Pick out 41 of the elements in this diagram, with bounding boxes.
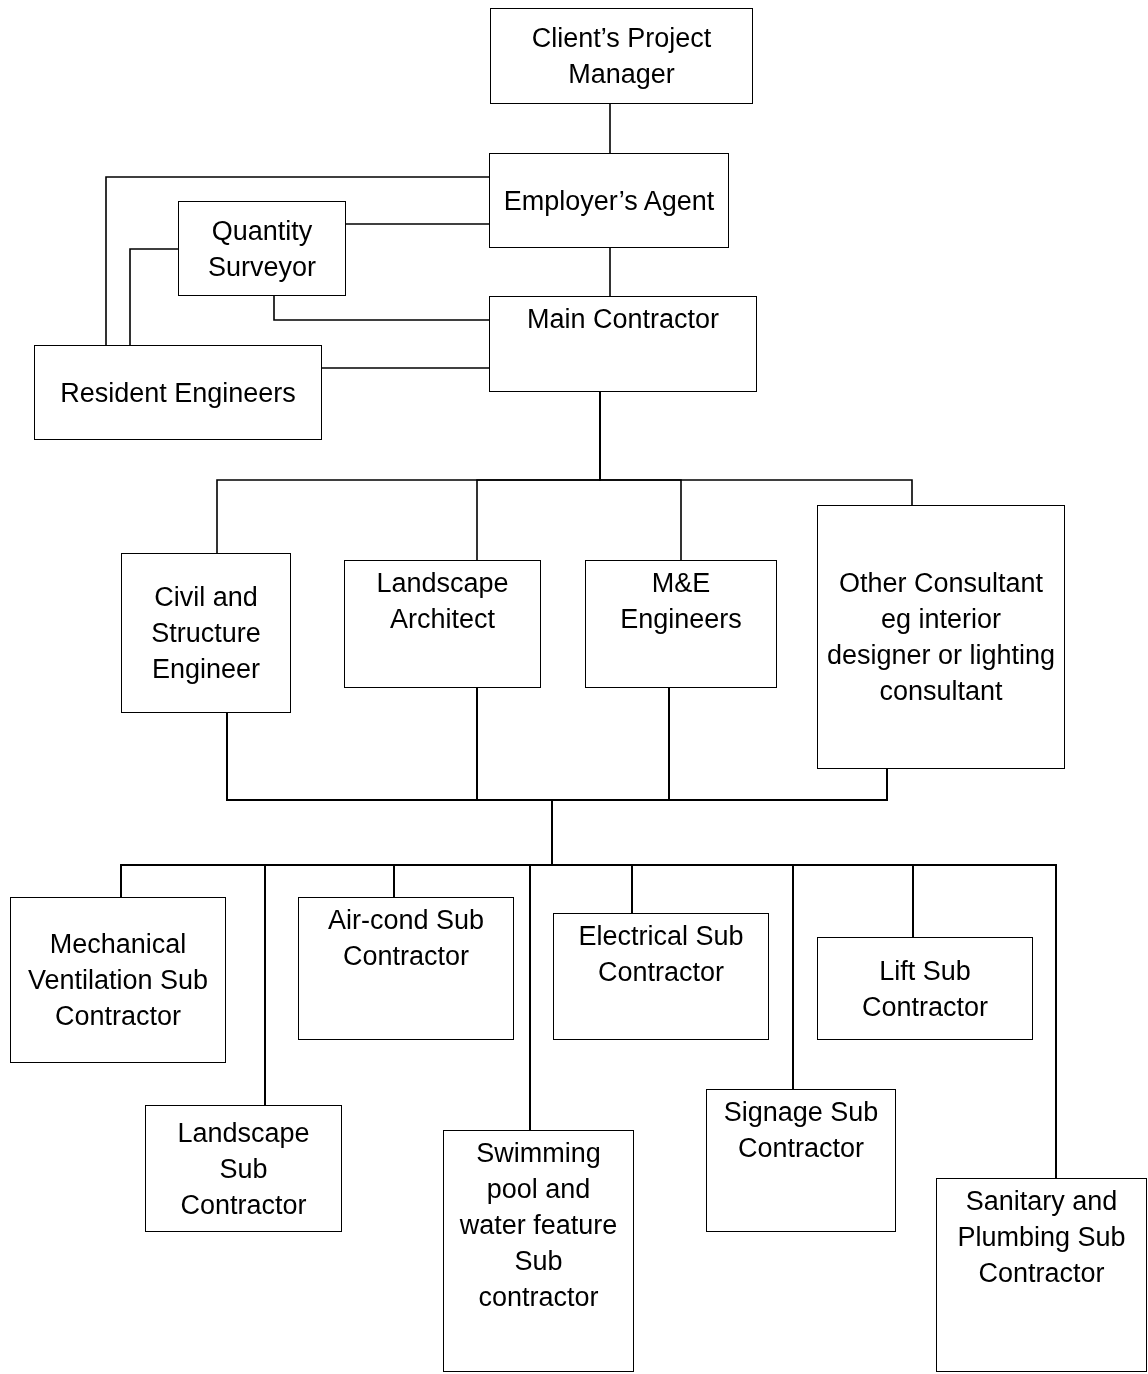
connector-line [609,103,611,154]
role-label: Quantity Surveyor [206,214,317,284]
role-label: Mechanical Ventilation Sub Contractor [26,928,210,1033]
connector-line [273,295,490,321]
role-box [817,937,1033,1040]
role-label: Client’s Project Manager [530,22,713,91]
role-box [121,553,291,713]
role-box [489,296,757,392]
role-box [145,1105,342,1232]
role-label: Lift Sub Contractor [860,954,990,1024]
role-box [344,560,541,688]
role-label: Landscape Sub Contractor [176,1116,311,1222]
connector-line [609,247,611,297]
role-label: Electrical Sub Contractor [577,920,745,989]
role-box [489,153,729,248]
connector-line [129,248,179,346]
role-box [178,201,346,296]
role-label: Landscape Architect [375,567,510,636]
role-box [10,897,226,1063]
role-label: Other Consultant eg interior designer or lighting consultant [826,567,1056,708]
role-label: Civil and Structure Engineer [150,581,262,686]
role-box [443,1130,634,1372]
role-box [585,560,777,688]
role-box [936,1178,1147,1372]
connector-line [105,176,490,346]
role-box [490,8,753,104]
role-label: Air-cond Sub Contractor [326,904,486,973]
connector-line [321,367,490,369]
role-label: Main Contractor [526,303,720,336]
role-box [34,345,322,440]
role-box [298,897,514,1040]
role-label: Sanitary and Plumbing Sub Contractor [956,1185,1127,1290]
connector-line [345,223,490,225]
role-label: Resident Engineers [60,376,296,410]
role-box [706,1089,896,1232]
role-box [553,913,769,1040]
role-box [817,505,1065,769]
role-label: Swimming pool and water feature Sub contractor [458,1137,619,1314]
role-label: Signage Sub Contractor [722,1096,880,1165]
role-label: M&E Engineers [619,567,743,636]
role-label: Employer’s Agent [503,184,715,218]
